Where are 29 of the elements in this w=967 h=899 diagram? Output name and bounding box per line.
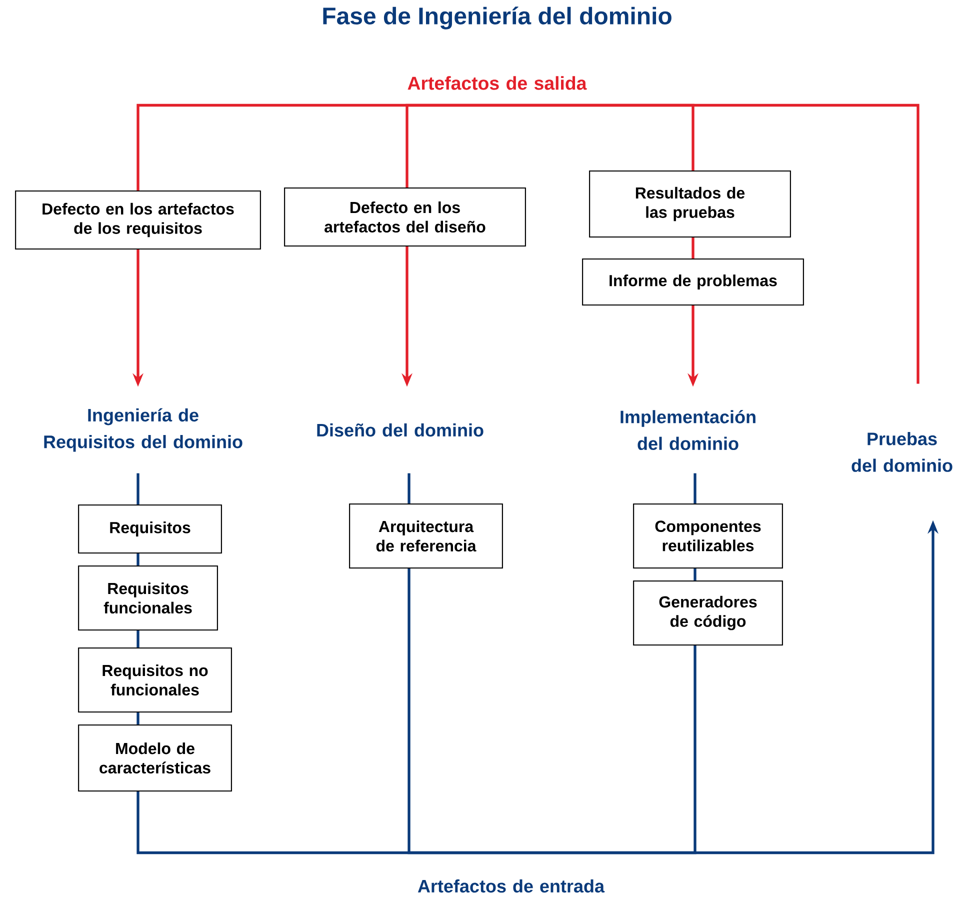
phase-heading: Pruebas del dominio <box>852 432 952 472</box>
artifact-box: Componentes reutilizables <box>633 503 783 569</box>
artifact-box: Informe de problemas <box>582 258 804 306</box>
artifact-box: Defecto en los artefactos del diseño <box>284 187 526 247</box>
connector-line <box>406 104 497 188</box>
connector-line <box>408 568 511 854</box>
section-label: Artefactos de salida <box>408 76 587 90</box>
artifact-box: Requisitos funcionales <box>78 565 218 631</box>
phase-heading: Ingeniería de Requisitos del dominio <box>44 408 242 452</box>
connector-line <box>694 568 696 580</box>
connector-line <box>408 473 410 504</box>
artifact-box: Arquitectura de referencia <box>349 503 503 569</box>
phase-heading: Implementación del dominio <box>620 410 756 450</box>
artifact-box: Defecto en los artefactos de los requisitos <box>15 190 261 250</box>
connector-line <box>136 712 140 724</box>
artifact-box: Modelo de características <box>78 724 232 792</box>
connector-line <box>136 473 140 504</box>
connector-line <box>497 104 920 384</box>
artifact-box: Generadores de código <box>633 580 783 646</box>
connector-line <box>692 238 694 258</box>
connector-line <box>136 554 140 566</box>
artifact-box: Requisitos no funcionales <box>78 647 232 713</box>
artifact-box: Resultados de las pruebas <box>589 170 791 238</box>
phase-heading: Diseño del dominio <box>317 423 484 437</box>
artifact-box: Requisitos <box>78 504 222 554</box>
section-label: Artefactos de entrada <box>418 879 605 893</box>
connector-line <box>136 630 140 648</box>
diagram-title: Fase de Ingeniería del dominio <box>323 6 672 30</box>
connector-line <box>694 473 696 504</box>
